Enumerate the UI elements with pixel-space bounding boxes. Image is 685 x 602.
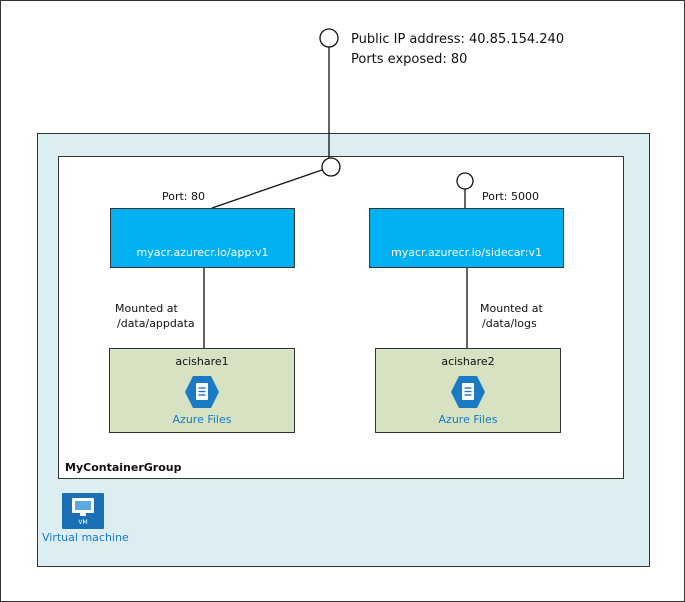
sidecar-mount-line2: /data/logs <box>482 317 537 330</box>
acishare1-type: Azure Files <box>172 413 232 426</box>
public-ip-text: Public IP address: 40.85.154.240 <box>351 32 565 47</box>
virtual-machine-label: Virtual machine <box>42 531 129 544</box>
sidecar-container[interactable]: myacr.azurecr.io/sidecar:v1 <box>369 208 564 268</box>
app-mount-line2: /data/appdata <box>117 317 195 330</box>
azure-files-icon <box>451 376 485 408</box>
acishare1-box[interactable]: acishare1 Azure Files <box>109 348 295 433</box>
app-port-label: Port: 80 <box>162 190 206 203</box>
azure-files-icon <box>185 376 219 408</box>
app-mount-line1: Mounted at <box>115 302 178 315</box>
sidecar-mount-line1: Mounted at <box>480 302 543 315</box>
vm-badge-text: VM <box>78 519 87 526</box>
app-container[interactable]: myacr.azurecr.io/app:v1 <box>110 208 295 268</box>
acishare2-name: acishare2 <box>441 355 495 368</box>
sidecar-mount-label: Mounted at /data/logs <box>480 301 543 331</box>
sidecar-image-label: myacr.azurecr.io/sidecar:v1 <box>391 246 542 259</box>
sidecar-port-label: Port: 5000 <box>482 190 540 203</box>
public-ip-port-circle <box>319 28 339 48</box>
group-port-circle <box>321 157 341 177</box>
sidecar-port-circle <box>456 172 474 190</box>
app-image-label: myacr.azurecr.io/app:v1 <box>136 246 269 259</box>
acishare2-type: Azure Files <box>438 413 498 426</box>
app-mount-label: Mounted at /data/appdata <box>115 301 195 331</box>
acishare2-box[interactable]: acishare2 Azure Files <box>375 348 561 433</box>
virtual-machine-icon: VM <box>62 493 104 529</box>
container-group-label: MyContainerGroup <box>65 461 182 474</box>
ports-exposed-text: Ports exposed: 80 <box>351 52 468 67</box>
acishare1-name: acishare1 <box>175 355 229 368</box>
